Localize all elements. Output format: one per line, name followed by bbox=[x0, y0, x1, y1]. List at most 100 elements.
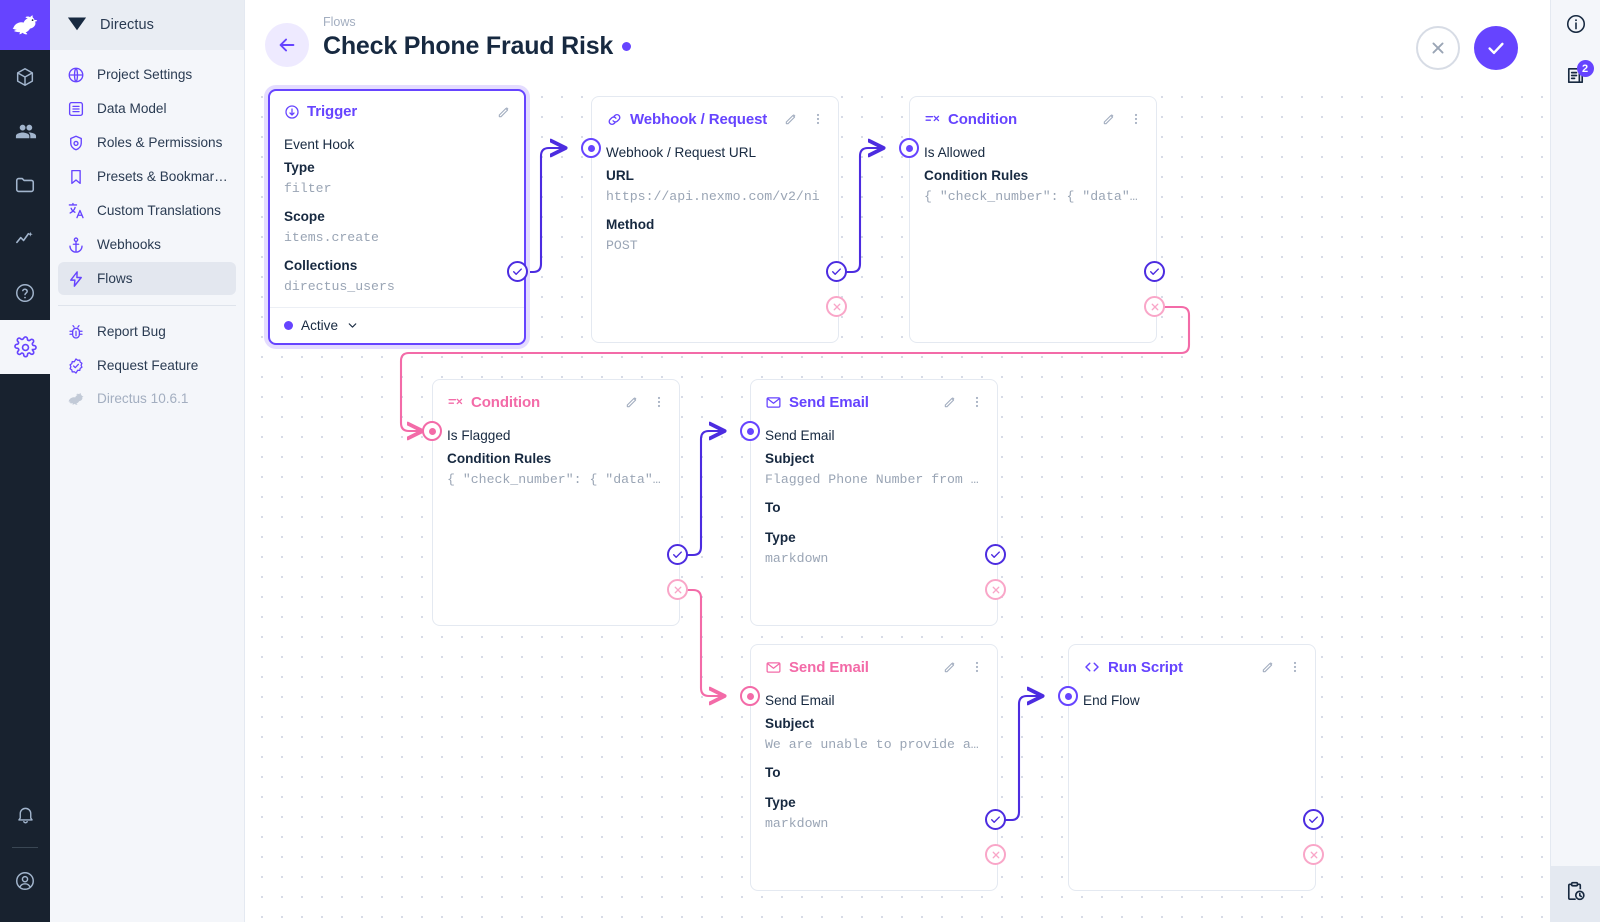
close-icon bbox=[1432, 42, 1444, 54]
directus-rabbit-logo[interactable] bbox=[0, 0, 50, 50]
sidebar-item-label: Request Feature bbox=[97, 358, 199, 373]
sidebar-item-presets-bookmarks[interactable]: Presets & Bookmar… bbox=[58, 160, 236, 193]
node-body: Webhook / Request URL URL https://api.ne… bbox=[592, 141, 838, 266]
more-options-icon[interactable] bbox=[649, 394, 669, 410]
rail-item-settings[interactable] bbox=[0, 320, 50, 374]
flow-logs-button[interactable]: 2 bbox=[1551, 52, 1600, 104]
sidebar-item-webhooks[interactable]: Webhooks bbox=[58, 228, 236, 261]
sidebar-brand[interactable]: Directus bbox=[50, 0, 244, 50]
field-key: Condition Rules bbox=[924, 168, 1029, 183]
flow-node-webhook[interactable]: Webhook / Request U Webhook / Request UR… bbox=[591, 96, 839, 343]
port-resolve-webhook[interactable] bbox=[826, 261, 847, 282]
port-reject-webhook[interactable] bbox=[826, 296, 847, 317]
sidebar-item-project-settings[interactable]: Project Settings bbox=[58, 58, 236, 91]
module-rail bbox=[0, 0, 50, 922]
sidebar-item-label: Webhooks bbox=[97, 237, 161, 252]
flow-node-send-email-flagged[interactable]: Send Email Send Email Subject Flagged Ph… bbox=[750, 379, 998, 626]
flow-node-run-script[interactable]: Run Script End Flow bbox=[1068, 644, 1316, 891]
field-key: Type bbox=[765, 530, 796, 545]
sidebar-item-roles-permissions[interactable]: Roles & Permissions bbox=[58, 126, 236, 159]
activity-log-button[interactable] bbox=[1550, 866, 1600, 922]
page-title-text: Check Phone Fraud Risk bbox=[323, 32, 614, 60]
header-title-group: Flows Check Phone Fraud Risk bbox=[323, 14, 632, 62]
save-button[interactable] bbox=[1474, 26, 1518, 70]
rail-item-user-account[interactable] bbox=[0, 854, 50, 908]
node-header: Trigger bbox=[270, 91, 524, 133]
port-reject-condition-is-allowed[interactable] bbox=[1144, 296, 1165, 317]
port-in-condition-is-flagged[interactable] bbox=[422, 421, 442, 441]
port-in-send-email-unable[interactable] bbox=[740, 686, 760, 706]
field-value: markdown bbox=[765, 551, 829, 566]
sidebar-item-label: Custom Translations bbox=[97, 203, 221, 218]
edit-pencil-icon[interactable] bbox=[1258, 659, 1278, 675]
flow-info-button[interactable] bbox=[1551, 0, 1600, 52]
rail-item-file-library[interactable] bbox=[0, 158, 50, 212]
flow-node-send-email-unable[interactable]: Send Email Send Email Subject We are una… bbox=[750, 644, 998, 891]
edit-pencil-icon[interactable] bbox=[940, 394, 960, 410]
port-resolve-send-email-unable[interactable] bbox=[985, 809, 1006, 830]
bolt-icon bbox=[66, 269, 86, 289]
sidebar-item-data-model[interactable]: Data Model bbox=[58, 92, 236, 125]
port-resolve-send-email-flagged[interactable] bbox=[985, 544, 1006, 565]
edit-pencil-icon[interactable] bbox=[781, 111, 801, 127]
node-title: Condition bbox=[948, 110, 1018, 128]
edit-pencil-icon[interactable] bbox=[494, 104, 514, 120]
field-value: directus_users bbox=[284, 278, 395, 294]
settings-sidebar: Directus Project Settings Data Mo bbox=[50, 0, 245, 922]
node-subtitle: Event Hook bbox=[284, 136, 355, 152]
sidebar-item-report-bug[interactable]: Report Bug bbox=[58, 315, 236, 348]
edit-pencil-icon[interactable] bbox=[622, 394, 642, 410]
field-value: Flagged Phone Number from … bbox=[765, 472, 979, 487]
port-in-webhook[interactable] bbox=[581, 138, 601, 158]
header-actions bbox=[1416, 0, 1550, 70]
rail-item-help[interactable] bbox=[0, 266, 50, 320]
back-button[interactable] bbox=[265, 23, 309, 67]
sidebar-item-flows[interactable]: Flows bbox=[58, 262, 236, 295]
more-options-icon[interactable] bbox=[1285, 659, 1305, 675]
flow-status-toggle[interactable]: Active bbox=[270, 306, 524, 343]
port-in-run-script[interactable] bbox=[1058, 686, 1078, 706]
port-resolve-trigger[interactable] bbox=[507, 261, 528, 282]
sidebar-item-custom-translations[interactable]: Custom Translations bbox=[58, 194, 236, 227]
node-title: Webhook / Request U bbox=[630, 110, 767, 128]
cancel-button[interactable] bbox=[1416, 26, 1460, 70]
edit-pencil-icon[interactable] bbox=[1099, 111, 1119, 127]
sidebar-item-label: Project Settings bbox=[97, 67, 193, 82]
port-in-send-email-flagged[interactable] bbox=[740, 421, 760, 441]
field-key: URL bbox=[606, 168, 634, 183]
flow-node-trigger[interactable]: Trigger Event Hook Type filter Scope ite… bbox=[268, 89, 526, 345]
field-key: Type bbox=[765, 795, 796, 810]
more-options-icon[interactable] bbox=[1126, 111, 1146, 127]
more-options-icon[interactable] bbox=[808, 111, 828, 127]
chevron-down-icon[interactable] bbox=[346, 319, 359, 332]
port-reject-condition-is-flagged[interactable] bbox=[667, 579, 688, 600]
more-options-icon[interactable] bbox=[967, 659, 987, 675]
trigger-icon bbox=[284, 104, 300, 120]
edit-pencil-icon[interactable] bbox=[940, 659, 960, 675]
more-options-icon[interactable] bbox=[967, 394, 987, 410]
rail-item-notifications[interactable] bbox=[0, 787, 50, 841]
page-title: Check Phone Fraud Risk bbox=[323, 30, 632, 62]
rail-item-user-directory[interactable] bbox=[0, 104, 50, 158]
anchor-icon bbox=[66, 235, 86, 255]
port-resolve-run-script[interactable] bbox=[1303, 809, 1324, 830]
flow-node-condition-is-flagged[interactable]: Condition Is Flagged Condition Rules { "… bbox=[432, 379, 680, 626]
edge-email-unable-to-run-script bbox=[994, 696, 1042, 822]
port-in-condition-is-allowed[interactable] bbox=[899, 138, 919, 158]
sidebar-item-request-feature[interactable]: Request Feature bbox=[58, 349, 236, 382]
list-box-icon bbox=[66, 99, 86, 119]
sidebar-brand-label: Directus bbox=[100, 17, 154, 33]
port-reject-run-script[interactable] bbox=[1303, 844, 1324, 865]
node-body: Is Flagged Condition Rules { "check_numb… bbox=[433, 424, 679, 500]
rail-item-insights[interactable] bbox=[0, 212, 50, 266]
port-reject-send-email-unable[interactable] bbox=[985, 844, 1006, 865]
flow-node-condition-is-allowed[interactable]: Condition Is Allowed Condition Rules { "… bbox=[909, 96, 1157, 343]
port-resolve-condition-is-flagged[interactable] bbox=[667, 544, 688, 565]
node-body: Send Email Subject Flagged Phone Number … bbox=[751, 424, 997, 579]
breadcrumb[interactable]: Flows bbox=[323, 15, 356, 29]
node-header: Send Email bbox=[751, 380, 997, 424]
rail-item-content[interactable] bbox=[0, 50, 50, 104]
port-resolve-condition-is-allowed[interactable] bbox=[1144, 261, 1165, 282]
port-reject-send-email-flagged[interactable] bbox=[985, 579, 1006, 600]
right-sidebar: 2 bbox=[1550, 0, 1600, 922]
